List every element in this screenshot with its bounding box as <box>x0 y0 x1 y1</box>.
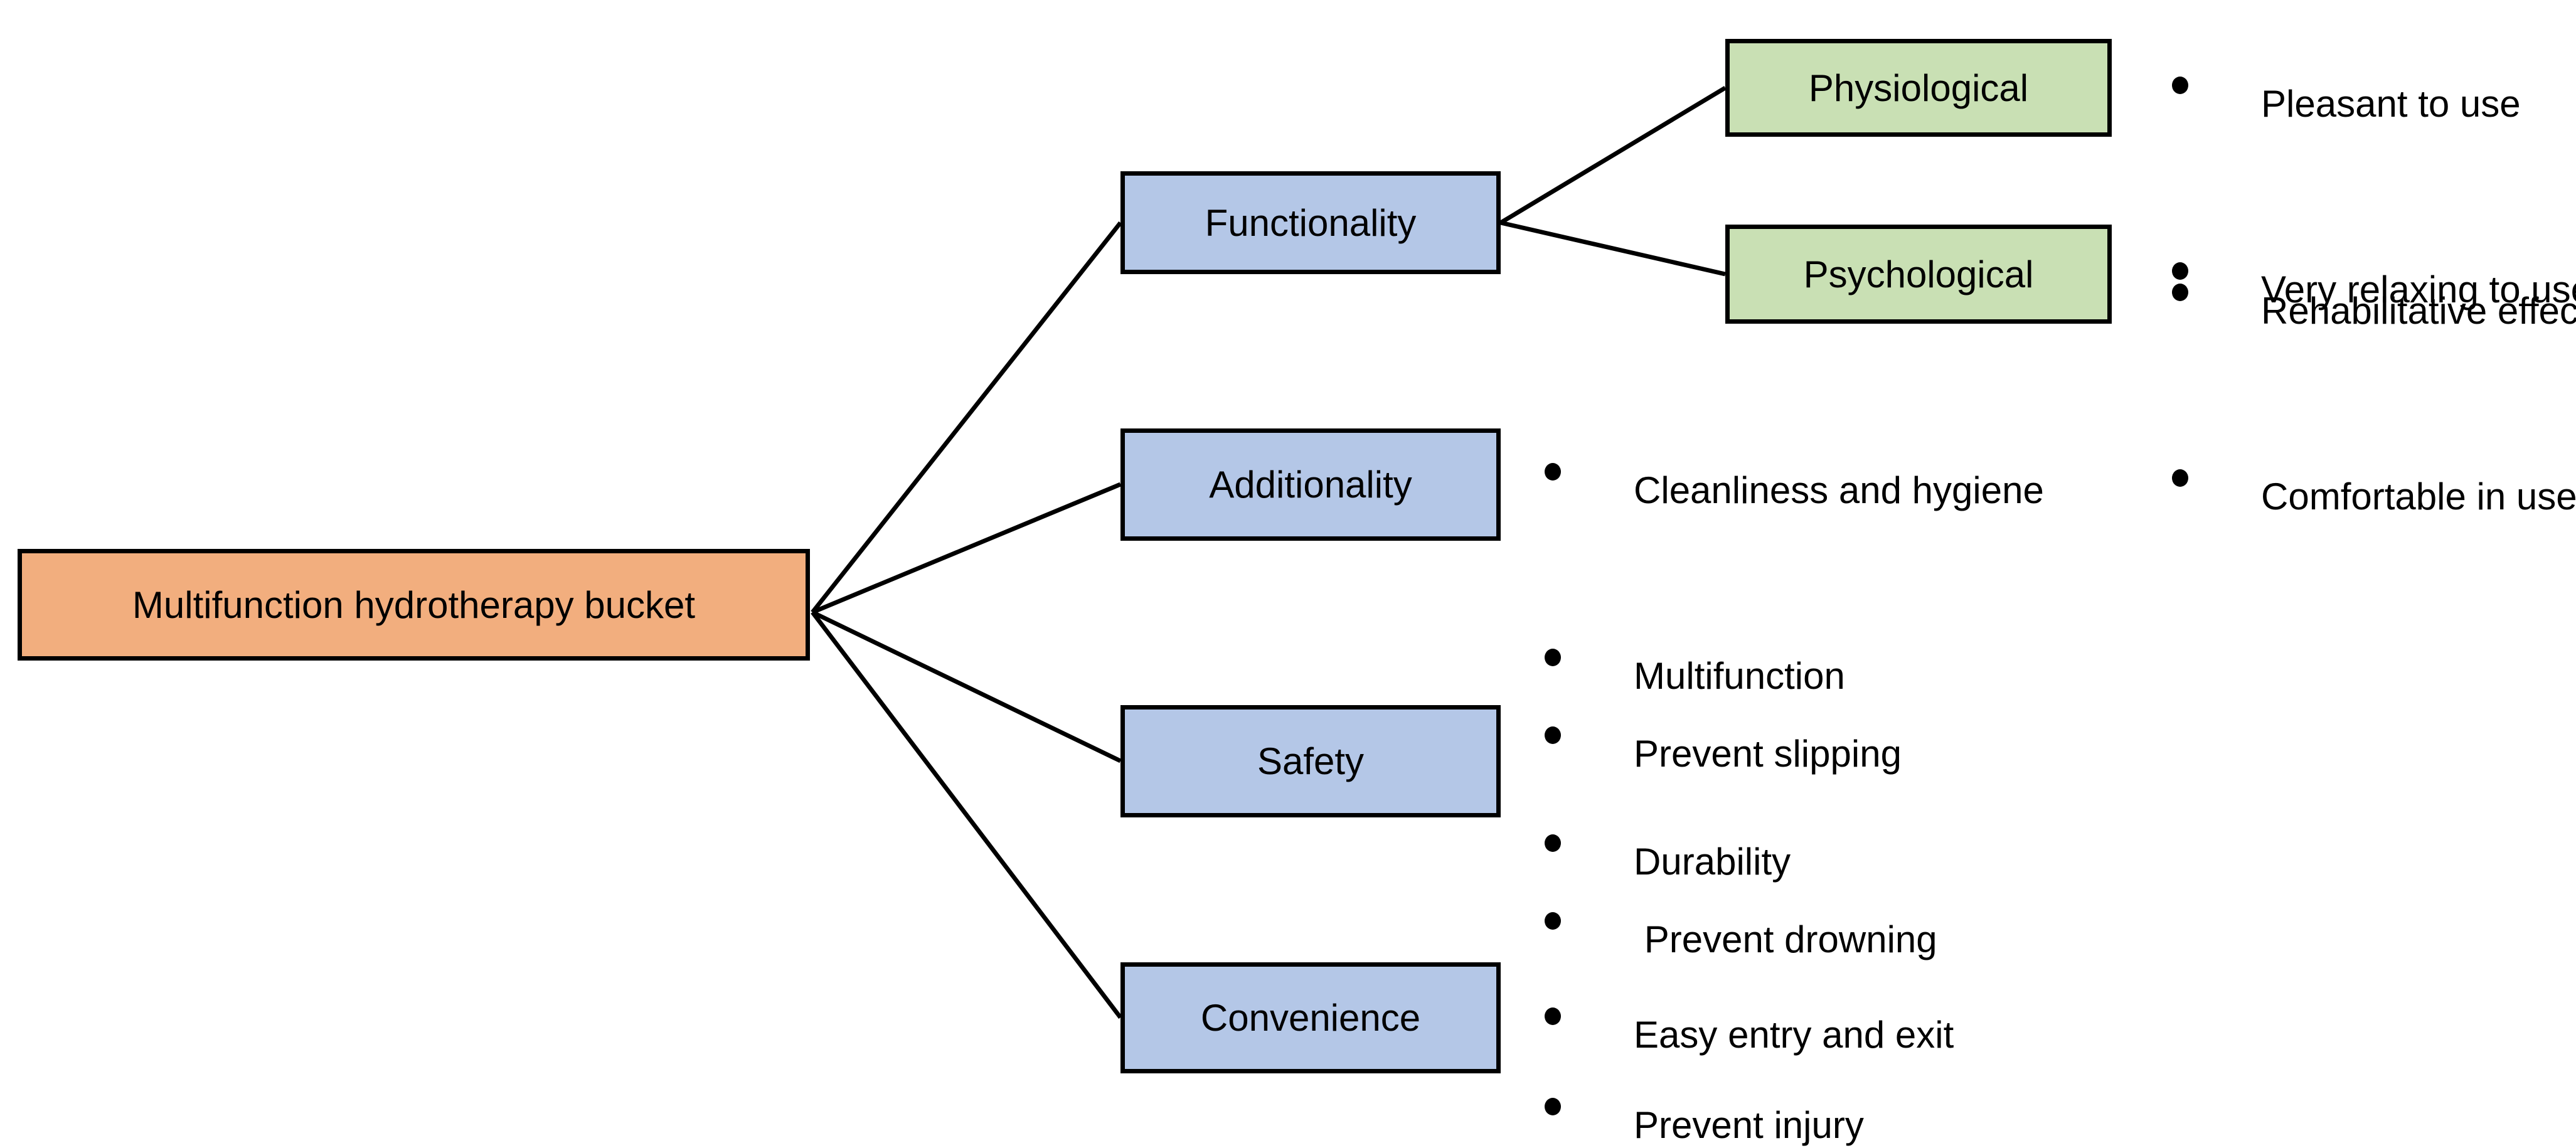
node-root-multifunction-hydrotherapy-bucket[interactable]: Multifunction hydrotherapy bucket <box>18 549 810 661</box>
bullet-label: Rehabilitative effect <box>2261 290 2576 332</box>
edge-root-to-safety <box>811 610 1122 763</box>
edge-root-to-additionality <box>811 482 1122 615</box>
bullet-dot-icon <box>2172 469 2188 487</box>
list-item: Cleanliness and hygiene <box>1545 396 2044 547</box>
list-item: Easy to use <box>1545 1127 1954 1148</box>
bullet-dot-icon <box>1545 912 1561 930</box>
bullet-dot-icon <box>2172 262 2188 280</box>
node-psychological-label: Psychological <box>1803 253 2034 295</box>
bullet-label: Multifunction <box>1634 655 1845 697</box>
list-item: Very relaxing to use <box>2172 196 2576 346</box>
node-additionality-label: Additionality <box>1209 464 1412 506</box>
bullet-dot-icon <box>1545 1007 1561 1025</box>
list-item: Multifunction <box>1545 582 2044 733</box>
node-root-label: Multifunction hydrotherapy bucket <box>132 583 696 626</box>
bullet-label: Prevent slipping <box>1634 733 1902 775</box>
node-convenience[interactable]: Convenience <box>1120 962 1501 1073</box>
node-additionality[interactable]: Additionality <box>1120 428 1501 541</box>
bullet-dot-icon <box>1545 1098 1561 1115</box>
bullet-dot-icon <box>2172 284 2188 301</box>
bullet-label: Pleasant to use <box>2261 83 2521 125</box>
bullet-label: Very relaxing to use <box>2261 268 2576 311</box>
bullet-group-safety: Prevent slipping Prevent drowning Preven… <box>1545 660 1937 1148</box>
bullet-label: Comfortable in use <box>2261 476 2576 518</box>
bullet-label: Prevent injury <box>1634 1104 1864 1146</box>
node-convenience-label: Convenience <box>1200 997 1421 1039</box>
bullet-label: Prevent drowning <box>1634 918 1937 960</box>
list-item: Pleasant to use <box>2172 10 2576 161</box>
list-item: Prevent injury <box>1545 1031 1937 1148</box>
list-item: Easy entry and exit <box>1545 941 1954 1092</box>
bullet-group-physiological: Pleasant to use Very relaxing to use <box>2172 10 2576 346</box>
bullet-group-additionality: Cleanliness and hygiene Multifunction Du… <box>1545 396 2044 918</box>
node-physiological-label: Physiological <box>1808 66 2029 109</box>
bullet-dot-icon <box>1545 649 1561 666</box>
bullet-label: Durability <box>1634 841 1791 883</box>
node-safety-label: Safety <box>1257 740 1365 782</box>
edge-root-to-convenience <box>811 610 1122 1019</box>
list-item: Comfortable in use <box>2172 403 2576 553</box>
edge-functionality-to-physiological <box>1499 85 1727 225</box>
edge-functionality-to-psychological <box>1500 220 1726 277</box>
list-item: Prevent slipping <box>1545 660 1937 811</box>
node-functionality[interactable]: Functionality <box>1120 171 1501 274</box>
list-item: Prevent drowning <box>1545 846 1937 996</box>
node-psychological[interactable]: Psychological <box>1725 225 2112 324</box>
node-functionality-label: Functionality <box>1205 201 1417 244</box>
bullet-label: Cleanliness and hygiene <box>1634 469 2044 511</box>
bullet-dot-icon <box>1545 834 1561 852</box>
bullet-group-convenience: Easy entry and exit Easy to use Fast wat… <box>1545 941 1954 1148</box>
node-safety[interactable]: Safety <box>1120 705 1501 817</box>
edge-root-to-functionality <box>811 221 1122 614</box>
bullet-label: Easy entry and exit <box>1634 1014 1954 1056</box>
node-physiological[interactable]: Physiological <box>1725 39 2112 137</box>
bullet-dot-icon <box>2172 77 2188 94</box>
list-item: Durability <box>1545 768 2044 918</box>
bullet-dot-icon <box>1545 463 1561 481</box>
bullet-dot-icon <box>1545 726 1561 744</box>
bullet-group-psychological: Rehabilitative effect Comfortable in use <box>2172 217 2576 553</box>
list-item: Rehabilitative effect <box>2172 217 2576 368</box>
